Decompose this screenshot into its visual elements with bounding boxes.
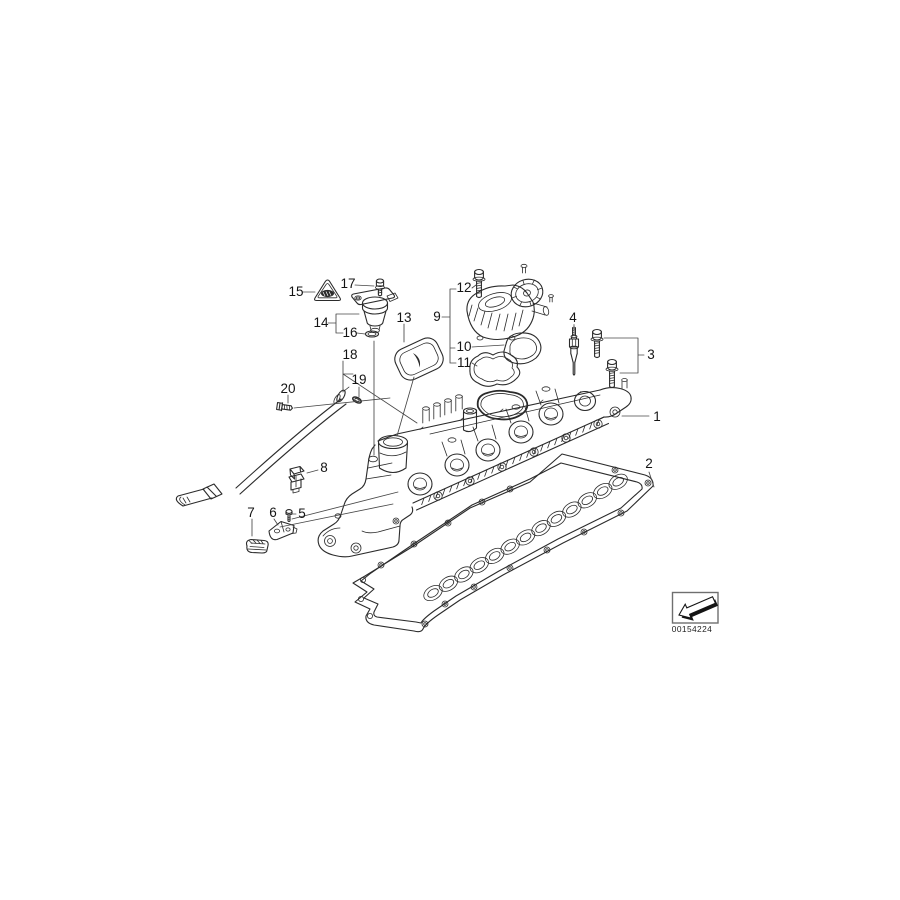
callout-18[interactable]: 18 bbox=[342, 347, 357, 362]
callout-9[interactable]: 9 bbox=[433, 309, 441, 324]
callout-14[interactable]: 14 bbox=[313, 315, 329, 330]
pipe-flange bbox=[333, 386, 350, 404]
o-ring-19 bbox=[352, 396, 362, 404]
arrow-down-left-3d-icon bbox=[678, 596, 718, 621]
camshaft-sensor-drawing bbox=[351, 287, 399, 334]
leader-10 bbox=[471, 344, 505, 348]
clip-7-drawing bbox=[245, 538, 269, 554]
callout-11[interactable]: 11 bbox=[457, 355, 471, 370]
leader-3 bbox=[603, 337, 645, 374]
leader-13 bbox=[396, 323, 415, 437]
leader-5 bbox=[291, 491, 399, 520]
callout-3[interactable]: 3 bbox=[647, 347, 655, 362]
oil-filler-neck bbox=[368, 434, 409, 474]
ccv-gasket-10 bbox=[503, 332, 542, 365]
leader-11 bbox=[471, 362, 478, 367]
callout-13[interactable]: 13 bbox=[396, 310, 411, 325]
cover-ports bbox=[407, 386, 597, 496]
callout-15[interactable]: 15 bbox=[288, 284, 303, 299]
stamp-code: 00154224 bbox=[672, 624, 712, 634]
inner-gasket-chain bbox=[423, 473, 628, 602]
leader-18 bbox=[342, 360, 418, 424]
leader-14 bbox=[327, 313, 360, 334]
ccv-drum bbox=[510, 278, 544, 308]
leader-lines bbox=[251, 284, 655, 537]
ccv-gasket-11 bbox=[469, 351, 521, 387]
callout-2[interactable]: 2 bbox=[645, 456, 653, 471]
leader-2 bbox=[648, 471, 655, 488]
callout-12[interactable]: 12 bbox=[456, 280, 471, 295]
screw-5-drawing bbox=[285, 509, 293, 523]
gasket-bolt-holes bbox=[357, 466, 652, 628]
cover-bolt-bosses bbox=[433, 419, 603, 501]
callouts: 1 2 3 4 5 6 7 8 9 10 11 12 13 14 15 16 1… bbox=[247, 276, 661, 521]
cover-studs bbox=[422, 394, 478, 433]
callout-19[interactable]: 19 bbox=[351, 372, 366, 387]
callout-5[interactable]: 5 bbox=[298, 506, 306, 521]
leader-8 bbox=[306, 469, 319, 474]
warning-triangle-icon bbox=[313, 279, 342, 302]
callout-4[interactable]: 4 bbox=[569, 310, 577, 325]
callout-20[interactable]: 20 bbox=[280, 381, 295, 396]
glow-plug-drawing bbox=[568, 326, 580, 376]
callout-1[interactable]: 1 bbox=[653, 409, 661, 424]
callout-10[interactable]: 10 bbox=[456, 339, 471, 354]
leader-16 bbox=[356, 332, 366, 335]
callout-8[interactable]: 8 bbox=[320, 460, 328, 475]
leader-9 bbox=[441, 288, 457, 364]
breather-pipe-drawing bbox=[175, 386, 362, 507]
diagram-stamp: 00154224 bbox=[672, 591, 719, 634]
bolt-20-drawing bbox=[276, 402, 293, 412]
callout-6[interactable]: 6 bbox=[269, 505, 277, 520]
callout-7[interactable]: 7 bbox=[247, 505, 255, 520]
leader-12 bbox=[471, 284, 477, 289]
callout-17[interactable]: 17 bbox=[340, 276, 355, 291]
o-ring-16 bbox=[364, 330, 380, 338]
leader-17 bbox=[354, 284, 375, 287]
sealing-cap-drawing bbox=[394, 337, 444, 381]
cover-bracket bbox=[317, 444, 414, 558]
bolt-12-drawing bbox=[472, 268, 486, 299]
ccv-valve-drawing bbox=[466, 263, 554, 341]
callout-16[interactable]: 16 bbox=[342, 325, 357, 340]
bolt-3a-drawing bbox=[590, 328, 604, 359]
bolt-3b-drawing bbox=[605, 358, 619, 389]
bolt-17-drawing bbox=[374, 278, 385, 297]
leader-6 bbox=[273, 503, 394, 528]
cylinder-head-cover-drawing bbox=[317, 378, 632, 558]
clip-8-drawing bbox=[288, 465, 305, 494]
